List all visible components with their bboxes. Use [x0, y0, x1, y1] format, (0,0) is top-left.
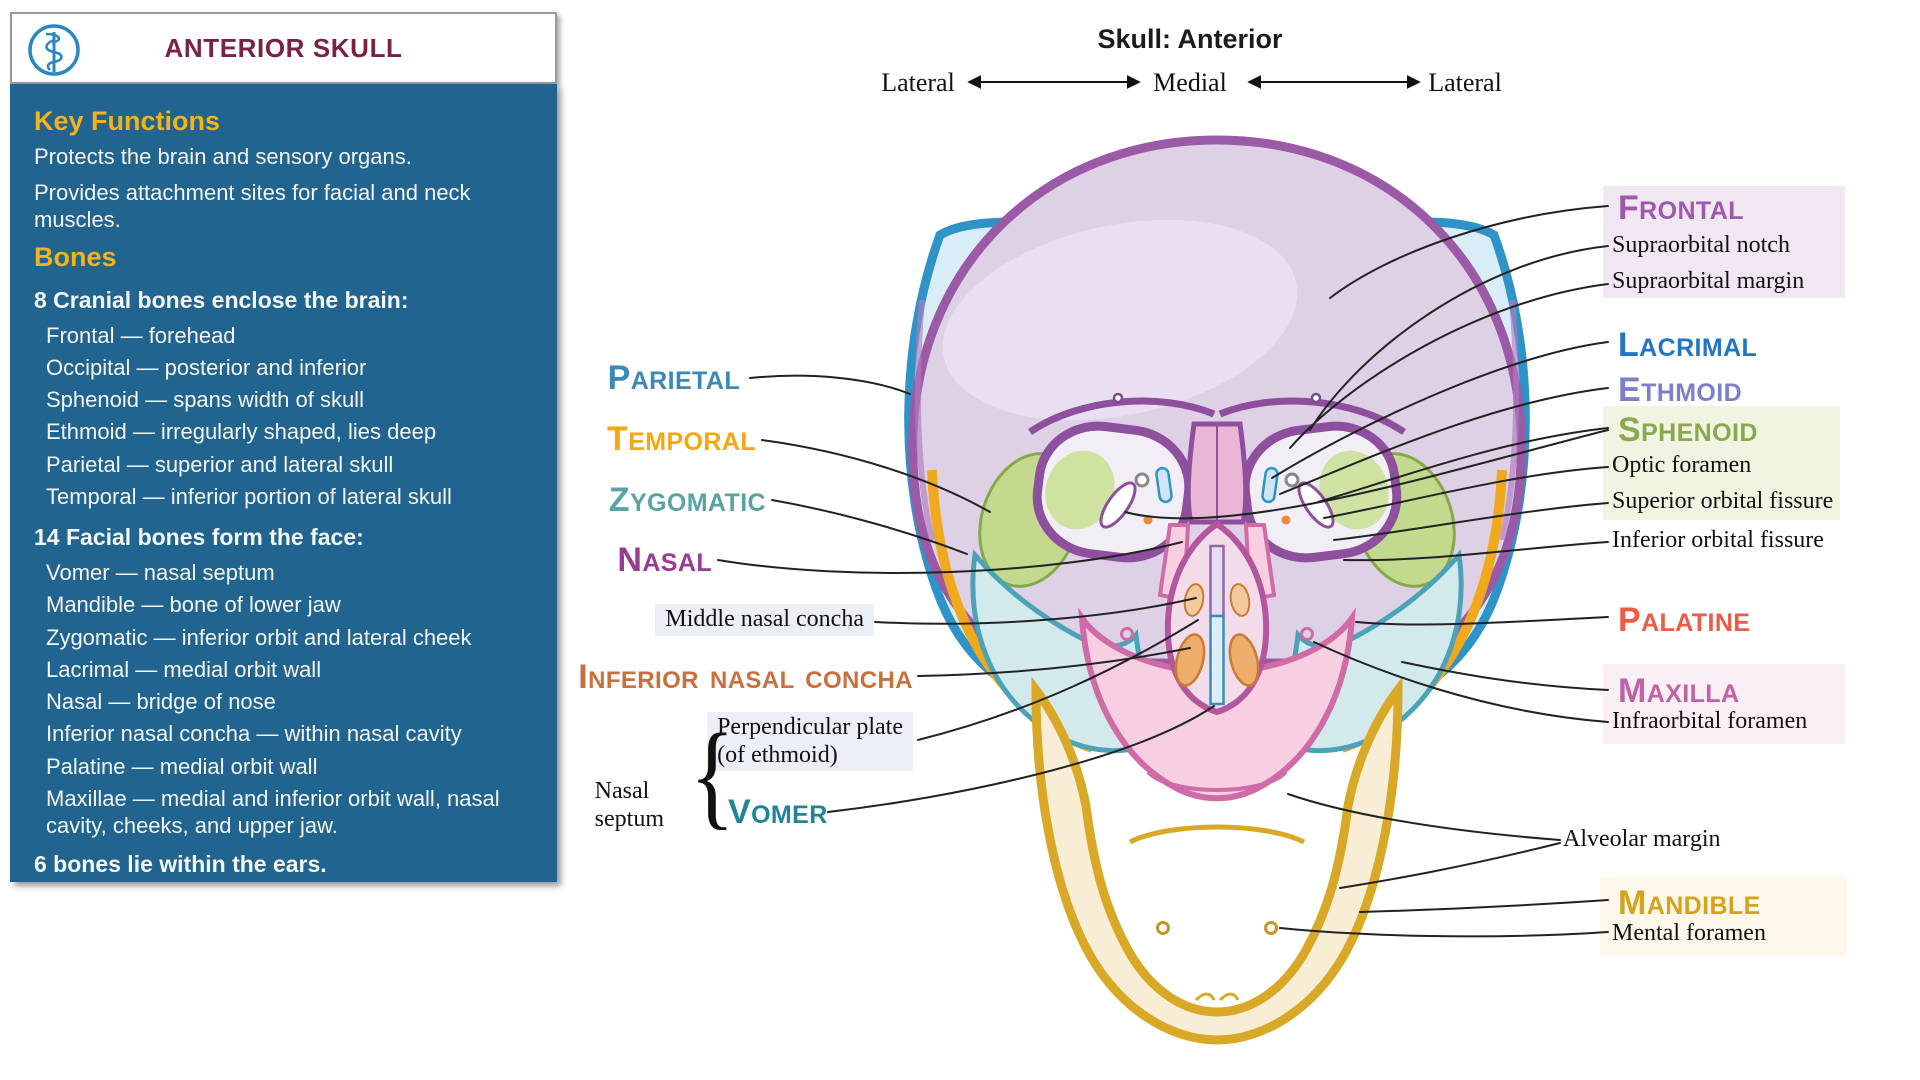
- label-infraorbital-foramen: Infraorbital foramen: [1612, 708, 1808, 734]
- frontal-label-box: [1603, 186, 1845, 298]
- supraorbital-notch-right: [1310, 392, 1322, 404]
- middle-nasal-concha-right: [1229, 583, 1251, 617]
- label-ethmoid: Ethmoid: [1618, 371, 1743, 409]
- superior-orbital-fissure-left: [1099, 481, 1137, 529]
- label-temporal: Temporal: [607, 420, 756, 458]
- skull-anterior-illustration: [717, 75, 1609, 1045]
- ear-bones-note: 6 bones lie within the ears.: [34, 851, 327, 878]
- facial-bones-heading: 14 Facial bones form the face:: [34, 524, 364, 551]
- supraorbital-notch-left: [1112, 392, 1124, 404]
- nasal-septum-brace: {: [689, 709, 735, 840]
- diagram-title: Skull: Anterior: [1097, 24, 1283, 54]
- infraorbital-foramen-right: [1300, 627, 1314, 641]
- list-item: Occipital — posterior and inferior: [46, 354, 367, 380]
- list-item: Palatine — medial orbit wall: [46, 753, 318, 779]
- mental-foramen-left: [1156, 921, 1170, 935]
- list-item: Inferior nasal concha — within nasal cav…: [46, 721, 462, 747]
- mandible-label-box: [1600, 877, 1847, 956]
- label-alveolar-margin: Alveolar margin: [1563, 826, 1721, 852]
- list-item: Frontal — forehead: [46, 322, 236, 348]
- parietal-sliver-right: [1499, 299, 1520, 541]
- lower-alveolar-margin: [1128, 824, 1306, 845]
- label-perpendicular-plate: Perpendicular plate (of ethmoid): [707, 712, 913, 772]
- label-mental-foramen: Mental foramen: [1612, 920, 1766, 946]
- bones-heading: Bones: [34, 241, 117, 272]
- sphenoid-label-box: [1603, 406, 1840, 520]
- cranial-bones-list: Frontal — forehead Occipital — posterior…: [34, 322, 533, 511]
- inferior-nasal-concha-left: [1174, 633, 1206, 687]
- inferior-nasal-concha-right: [1228, 633, 1260, 687]
- key-functions-heading: Key Functions: [34, 106, 221, 136]
- optic-foramen-left: [1134, 472, 1150, 488]
- label-nasal: Nasal: [617, 541, 712, 579]
- parietal-sliver-left: [914, 299, 935, 541]
- label-supraorbital-notch: Supraorbital notch: [1612, 232, 1790, 258]
- key-function-item: Provides attachment sites for facial and…: [34, 179, 471, 233]
- label-parietal: Parietal: [607, 359, 740, 397]
- list-item: Parietal — superior and lateral skull: [46, 451, 394, 477]
- orientation-lateral-left: Lateral: [881, 68, 955, 97]
- label-palatine: Palatine: [1618, 601, 1751, 639]
- label-maxilla: Maxilla: [1618, 672, 1740, 710]
- orientation-lateral-right: Lateral: [1428, 68, 1502, 97]
- list-item: Lacrimal — medial orbit wall: [46, 656, 322, 682]
- sidebar-header: ANTERIOR SKULL: [10, 12, 557, 84]
- label-frontal: Frontal: [1618, 189, 1744, 227]
- sidebar-panel: Key Functions Protects the brain and sen…: [10, 84, 557, 882]
- dome-highlight: [942, 219, 1298, 421]
- list-item: Temporal — inferior portion of lateral s…: [46, 483, 452, 509]
- leader-lines: [717, 205, 1609, 938]
- label-vomer: Vomer: [728, 793, 828, 831]
- list-item: Vomer — nasal septum: [46, 560, 275, 586]
- list-item: Zygomatic — inferior orbit and lateral c…: [46, 624, 472, 650]
- list-item: Mandible — bone of lower jaw: [46, 592, 341, 618]
- label-nasal-septum: Nasal septum: [594, 778, 664, 832]
- key-function-item: Protects the brain and sensory organs.: [34, 144, 412, 169]
- lacrimal-bone-left: [1155, 466, 1173, 504]
- asclepius-staff-icon: [28, 24, 80, 76]
- label-optic-foramen: Optic foramen: [1612, 452, 1752, 478]
- mandible-bone: [1031, 676, 1403, 1045]
- vomer-bone: [1209, 614, 1225, 706]
- chin-marks: [1194, 992, 1240, 1002]
- label-lacrimal: Lacrimal: [1618, 326, 1758, 364]
- cranial-bones-heading: 8 Cranial bones enclose the brain:: [34, 286, 409, 313]
- mental-foramen-right: [1264, 921, 1278, 935]
- list-item: Ethmoid — irregularly shaped, lies deep: [46, 419, 437, 445]
- list-item: Sphenoid — spans width of skull: [46, 387, 364, 413]
- middle-nasal-concha-left: [1183, 583, 1205, 617]
- label-mandible: Mandible: [1618, 884, 1761, 922]
- label-supraorbital-margin: Supraorbital margin: [1612, 268, 1805, 294]
- label-inferior-nasal-concha: Inferior nasal concha: [578, 658, 913, 696]
- perpendicular-plate: [1209, 544, 1225, 618]
- list-item: Nasal — bridge of nose: [46, 689, 276, 715]
- orientation-medial: Medial: [1153, 68, 1227, 97]
- facial-bones-list: Vomer — nasal septum Mandible — bone of …: [34, 559, 533, 839]
- upper-alveolar-margin: [1146, 770, 1288, 792]
- maxilla-label-box: [1603, 664, 1845, 744]
- list-item: Maxillae — medial and inferior orbit wal…: [46, 785, 500, 839]
- sidebar-title: ANTERIOR SKULL: [164, 32, 403, 63]
- label-superior-orbital-fissure: Superior orbital fissure: [1612, 488, 1834, 514]
- label-middle-nasal-concha: Middle nasal concha: [655, 604, 874, 636]
- label-inferior-orbital-fissure: Inferior orbital fissure: [1612, 527, 1824, 553]
- label-sphenoid: Sphenoid: [1618, 411, 1758, 449]
- optic-foramen-right: [1284, 472, 1300, 488]
- label-zygomatic: Zygomatic: [608, 481, 766, 519]
- infraorbital-foramen-left: [1120, 627, 1134, 641]
